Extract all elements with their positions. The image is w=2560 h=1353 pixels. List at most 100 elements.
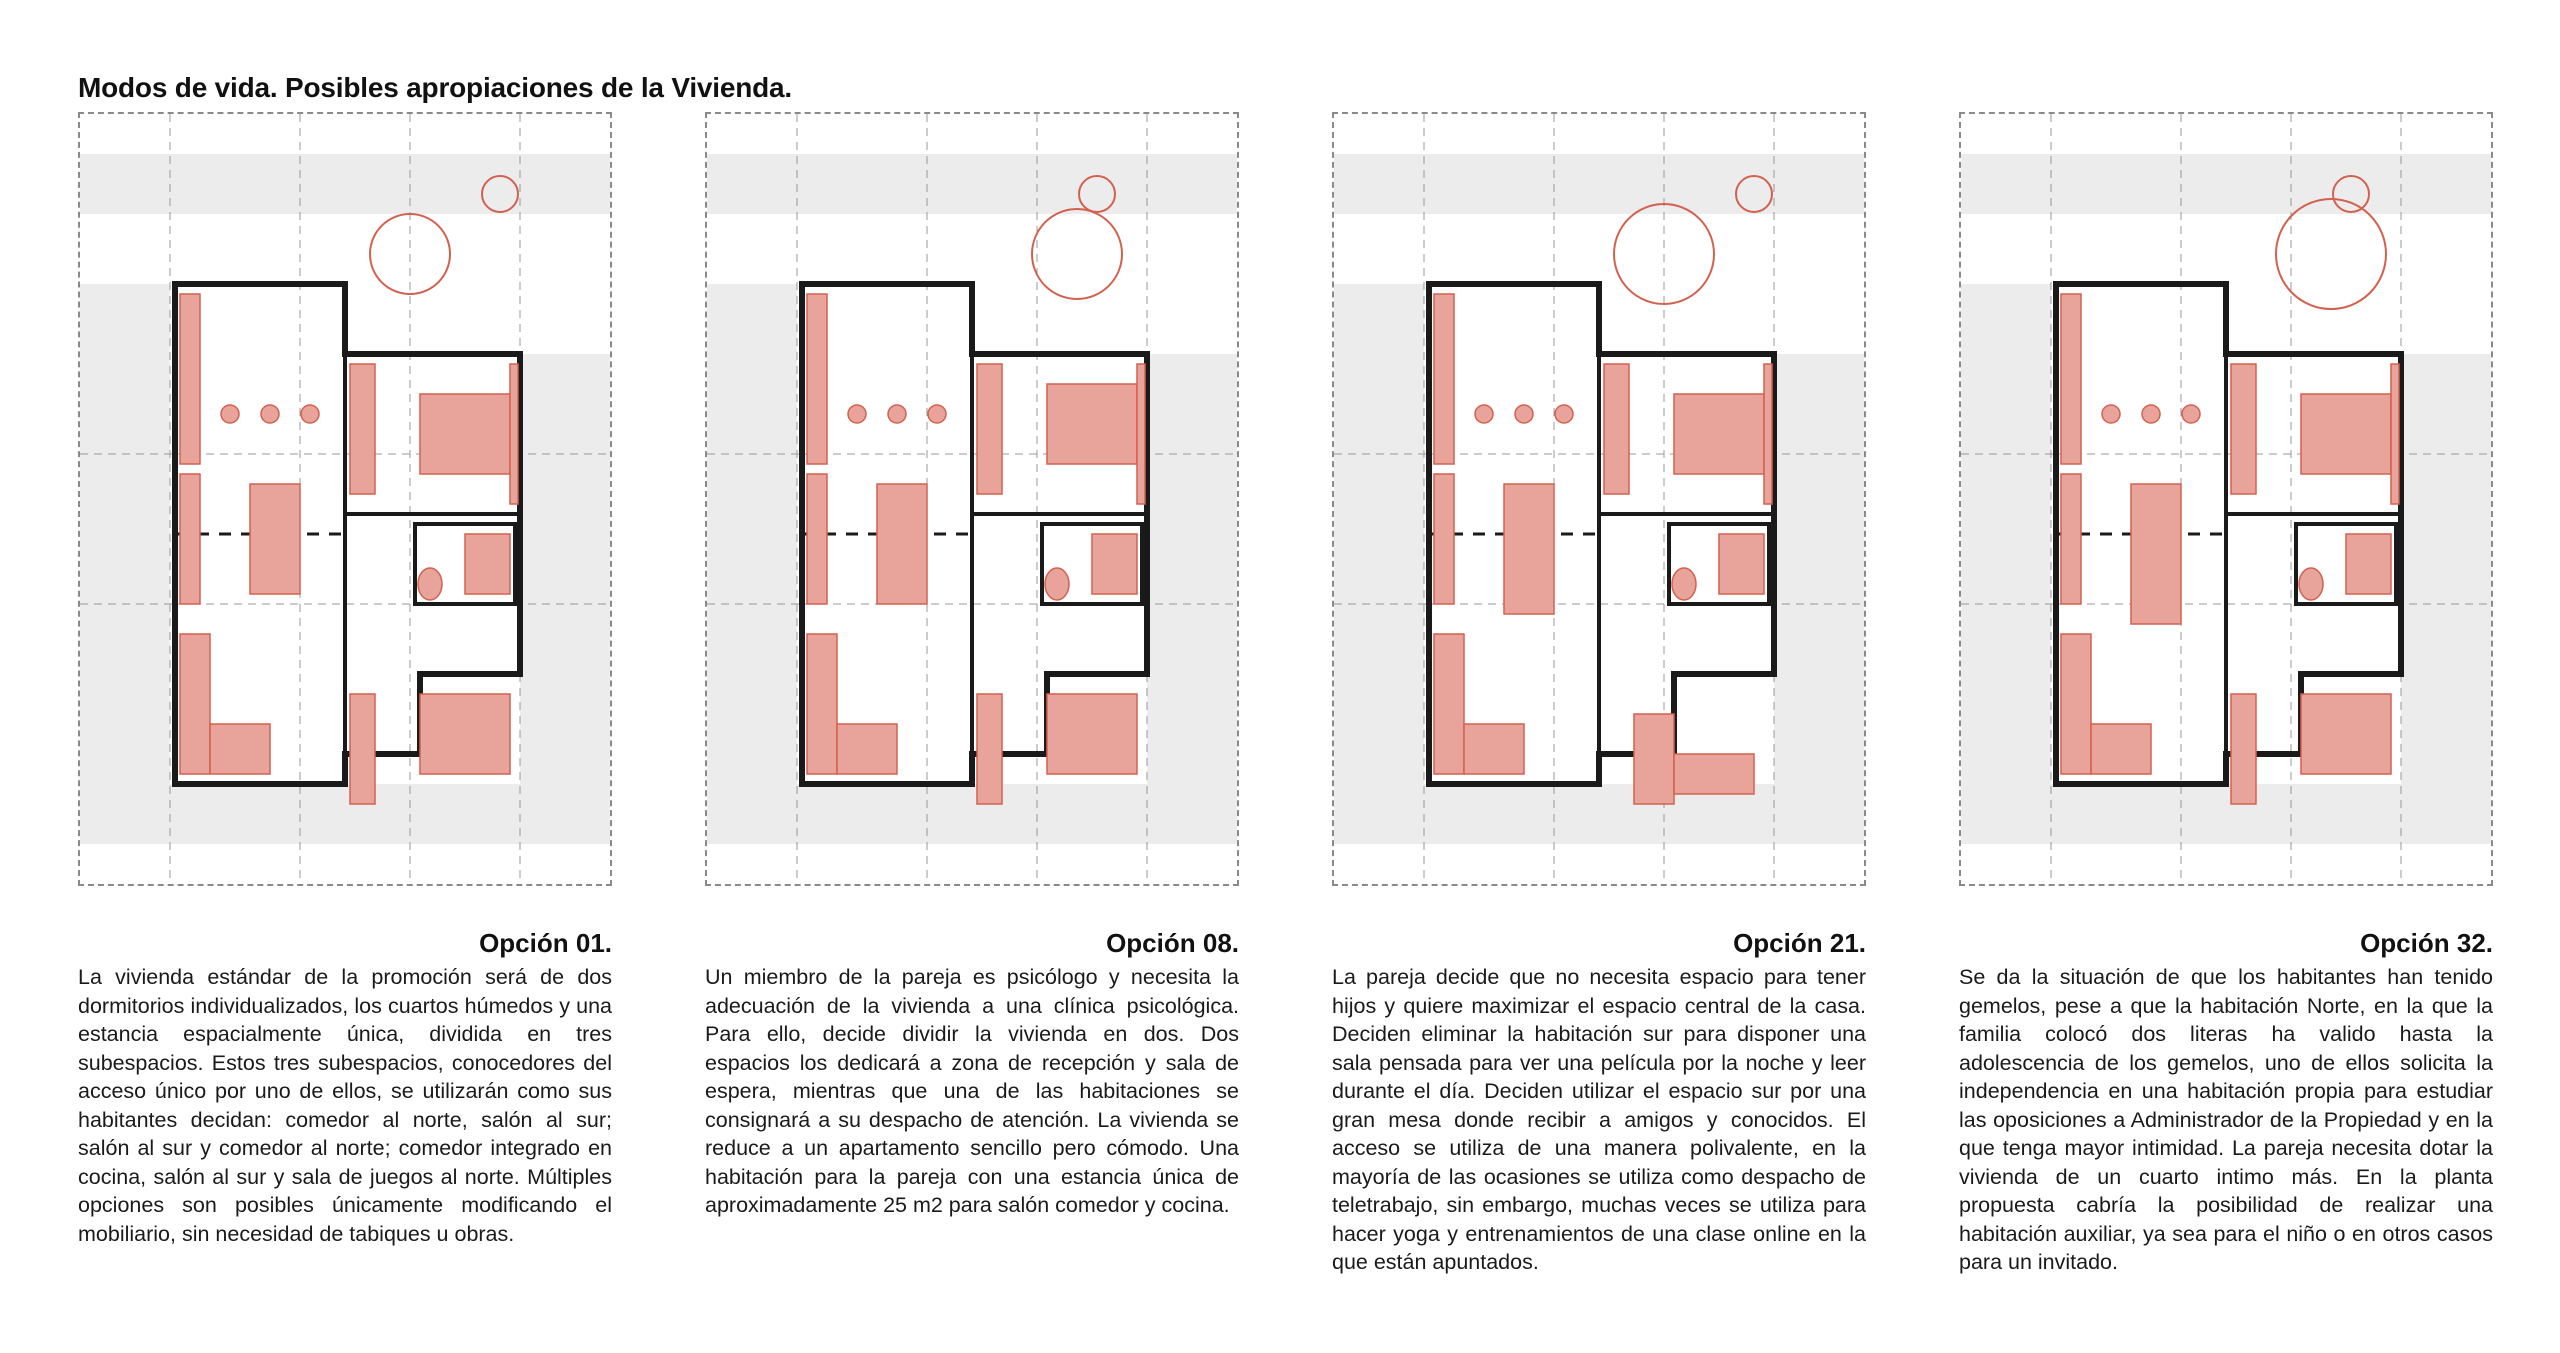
- floor-plan: [1959, 112, 2493, 886]
- armchair: [836, 723, 898, 775]
- headboard: [1136, 363, 1146, 505]
- chair: [2181, 404, 2201, 424]
- bed: [1046, 693, 1138, 775]
- chair: [220, 404, 240, 424]
- sofa: [2060, 633, 2092, 775]
- neighbor-block: [1961, 284, 2051, 784]
- armchair: [209, 723, 271, 775]
- table: [876, 483, 928, 605]
- toilet: [417, 567, 443, 601]
- chair: [927, 404, 947, 424]
- plant: [481, 175, 519, 213]
- chair: [1514, 404, 1534, 424]
- toilet: [2298, 567, 2324, 601]
- sofa: [806, 633, 838, 775]
- option-title: Opción 01.: [479, 928, 612, 958]
- bed: [2300, 693, 2392, 775]
- bed: [1046, 383, 1138, 465]
- wardrobe: [2060, 293, 2082, 465]
- bed: [1673, 393, 1765, 475]
- option-title: Opción 21.: [1733, 928, 1866, 958]
- page-title: Modos de vida. Posibles apropiaciones de…: [78, 72, 792, 103]
- chair: [260, 404, 280, 424]
- neighbor-block: [520, 354, 610, 784]
- bathroom-wall: [413, 522, 517, 606]
- kitchen-counter: [179, 473, 201, 605]
- street-band: [1334, 784, 1864, 844]
- neighbor-block: [80, 284, 170, 784]
- neighbor-block: [707, 284, 797, 784]
- wardrobe: [976, 693, 1003, 805]
- wardrobe: [349, 363, 376, 495]
- option-title: Opción 32.: [2360, 928, 2493, 958]
- neighbor-block: [2401, 354, 2491, 784]
- kitchen-counter: [806, 473, 828, 605]
- bed: [419, 693, 511, 775]
- outer-wall: [799, 281, 1150, 787]
- kitchen-counter: [2060, 473, 2082, 605]
- option-card: Opción 21. La pareja decide que no neces…: [1332, 112, 1866, 1277]
- wardrobe: [806, 293, 828, 465]
- option-description: La pareja decide que no necesita espacio…: [1332, 965, 1866, 1274]
- bathroom-wall: [1667, 522, 1771, 606]
- option-description: Se da la situación de que los habitantes…: [1959, 965, 2493, 1274]
- wardrobe: [1603, 363, 1630, 495]
- headboard: [2390, 363, 2400, 505]
- washbasin: [2345, 533, 2392, 595]
- street-band: [707, 154, 1237, 214]
- wardrobe: [976, 363, 1003, 495]
- chair: [300, 404, 320, 424]
- chair: [887, 404, 907, 424]
- chair: [1474, 404, 1494, 424]
- outer-wall: [1426, 281, 1777, 787]
- outer-wall: [2053, 281, 2404, 787]
- chair: [847, 404, 867, 424]
- option-title: Opción 08.: [1106, 928, 1239, 958]
- tree-canopy: [2275, 198, 2387, 310]
- floor-plan: [1332, 112, 1866, 886]
- street-band: [1961, 154, 2491, 214]
- floor-plan: [78, 112, 612, 886]
- wardrobe: [2230, 693, 2257, 805]
- armchair: [2090, 723, 2152, 775]
- sofa: [1673, 753, 1755, 795]
- sofa: [1633, 713, 1675, 805]
- washbasin: [1091, 533, 1138, 595]
- floor-plan: [705, 112, 1239, 886]
- street-band: [80, 784, 610, 844]
- floor-plan-drawing: [1334, 114, 1864, 884]
- toilet: [1044, 567, 1070, 601]
- floor-plan-drawing: [707, 114, 1237, 884]
- table: [1503, 483, 1555, 615]
- option-card: Opción 01. La vivienda estándar de la pr…: [78, 112, 612, 1248]
- washbasin: [1718, 533, 1765, 595]
- option-description: Un miembro de la pareja es psicólogo y n…: [705, 965, 1239, 1217]
- table: [249, 483, 301, 595]
- street-band: [80, 154, 610, 214]
- option-card: Opción 08. Un miembro de la pareja es ps…: [705, 112, 1239, 1220]
- option-description: La vivienda estándar de la promoción ser…: [78, 965, 612, 1246]
- neighbor-block: [1147, 354, 1237, 784]
- bathroom-wall: [1040, 522, 1144, 606]
- tree-canopy: [1031, 208, 1123, 300]
- chair: [1554, 404, 1574, 424]
- plant: [2332, 175, 2370, 213]
- toilet: [1671, 567, 1697, 601]
- street-band: [1334, 154, 1864, 214]
- wardrobe: [1433, 293, 1455, 465]
- kitchen-counter: [1433, 473, 1455, 605]
- chair: [2141, 404, 2161, 424]
- floor-plan-drawing: [80, 114, 610, 884]
- plant: [1735, 175, 1773, 213]
- bathroom-wall: [2294, 522, 2398, 606]
- sofa: [179, 633, 211, 775]
- wardrobe: [2230, 363, 2257, 495]
- street-band: [707, 784, 1237, 844]
- chair: [2101, 404, 2121, 424]
- tree-canopy: [369, 213, 451, 295]
- neighbor-block: [1774, 354, 1864, 784]
- wardrobe: [349, 693, 376, 805]
- headboard: [509, 363, 519, 505]
- washbasin: [464, 533, 511, 595]
- plant: [1078, 175, 1116, 213]
